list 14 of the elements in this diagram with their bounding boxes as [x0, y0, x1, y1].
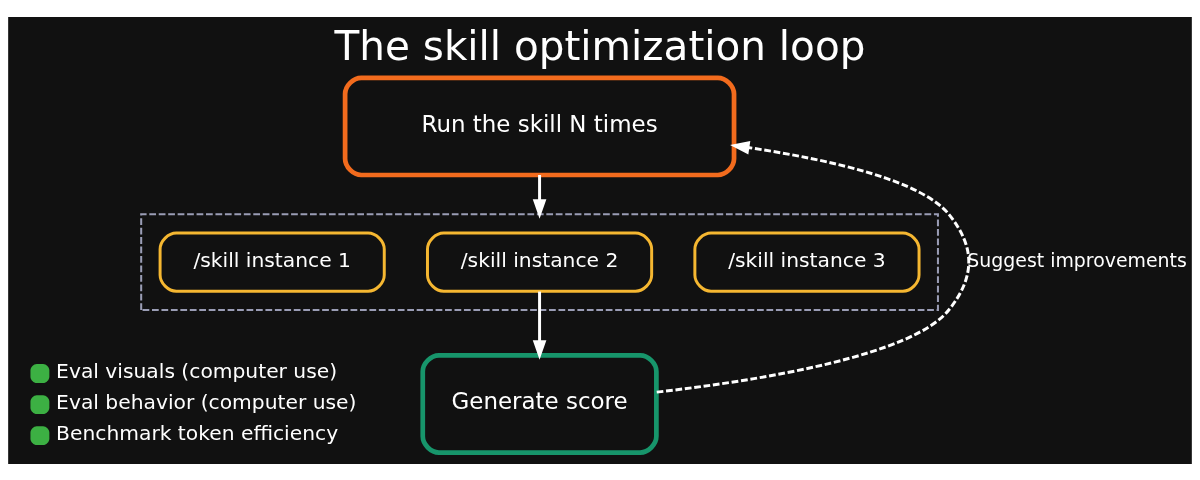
node-box: /skill instance 1 [158, 231, 386, 293]
cluster [140, 212, 939, 311]
arrow [656, 140, 971, 394]
label: Eval behavior (computer use) [56, 389, 357, 414]
node-box: /skill instance 3 [693, 231, 921, 293]
diagram-title: The skill optimization loop [334, 21, 866, 70]
label: Eval visuals (computer use) [56, 358, 338, 383]
node-box: Run the skill N times [342, 74, 737, 177]
node-box: Generate score [420, 352, 659, 455]
arrow [532, 291, 547, 360]
label: Benchmark token efficiency [56, 420, 339, 445]
arrow [532, 174, 547, 219]
edge-label: Suggest improvements [967, 248, 1187, 271]
node-box: /skill instance 2 [426, 231, 654, 293]
